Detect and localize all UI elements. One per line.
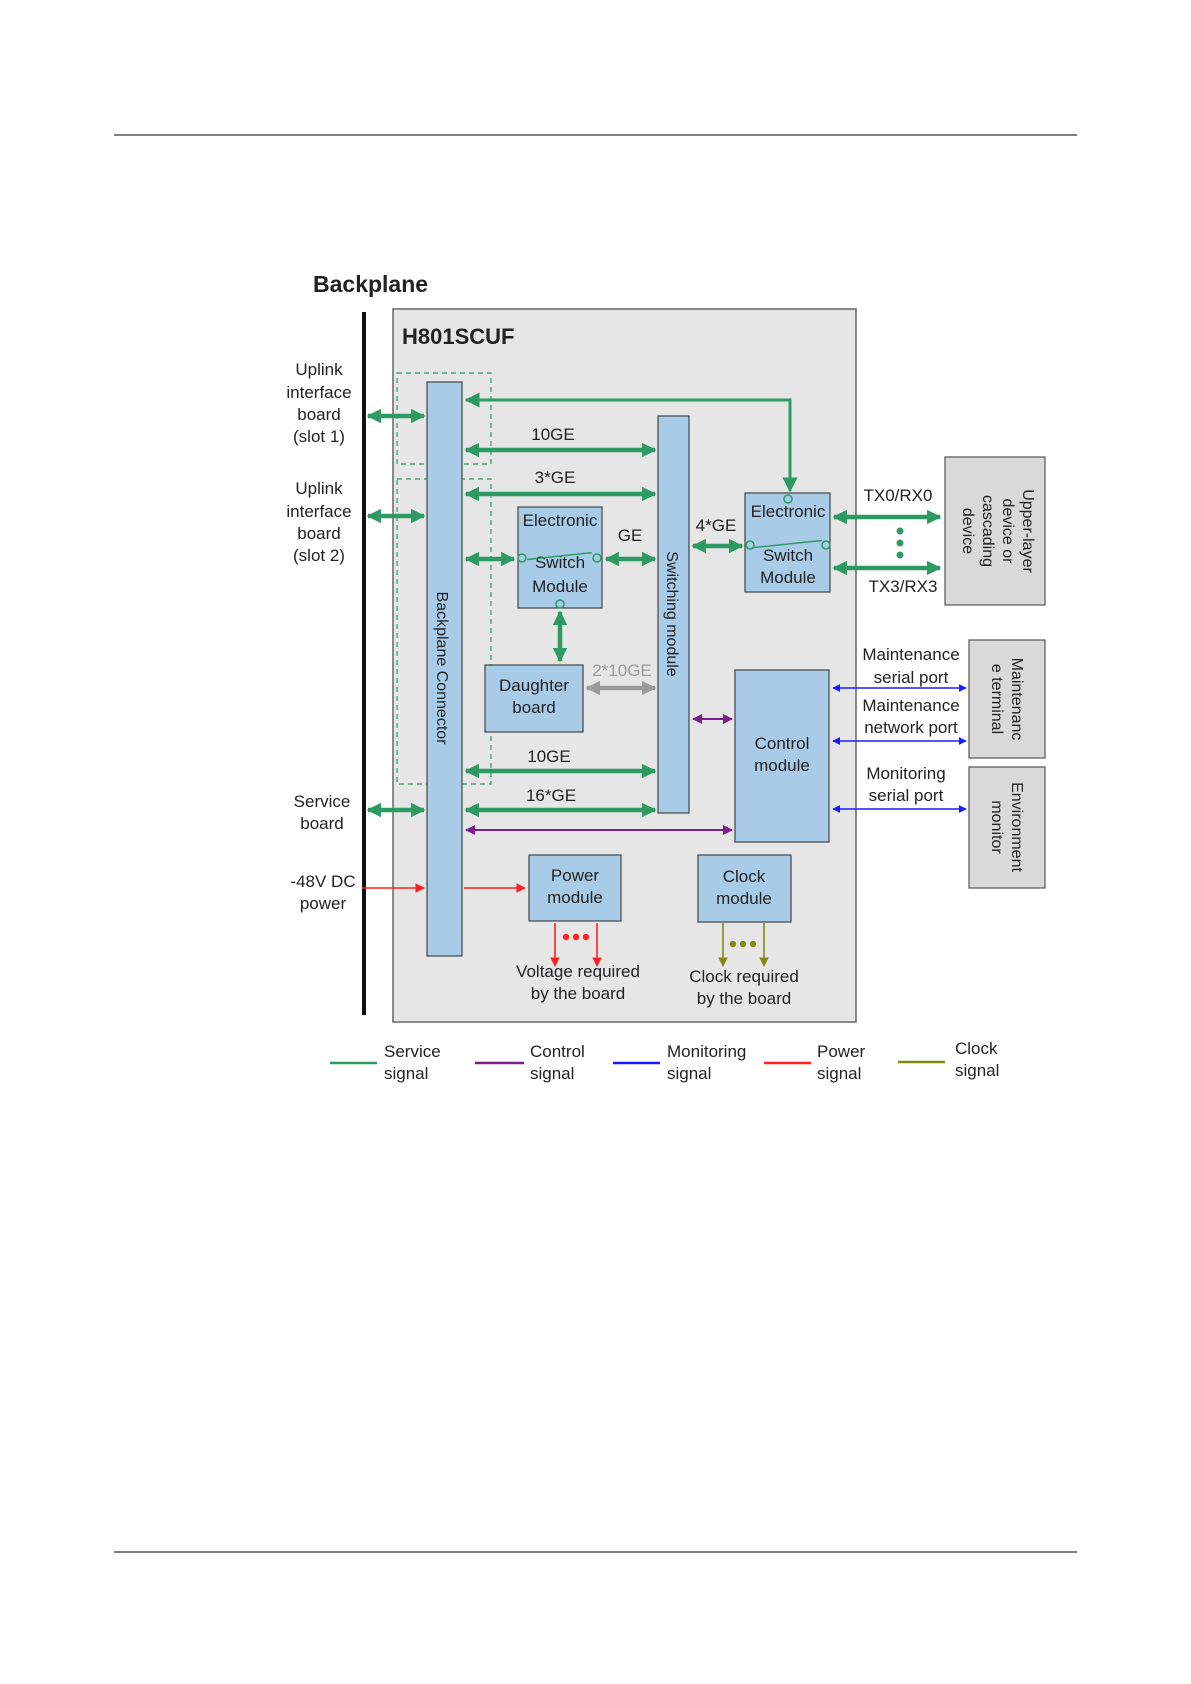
label-maint-network-2: network port xyxy=(864,718,958,737)
label-tx3: TX3/RX3 xyxy=(869,577,938,596)
legend-label-control-1: Control xyxy=(530,1042,585,1061)
clock-module-line2: module xyxy=(716,889,772,908)
esm-right-line2: Switch xyxy=(763,546,813,565)
power-module-line1: Power xyxy=(551,866,600,885)
backplane-connector-label: Backplane Connector xyxy=(433,592,450,746)
esm-right-contact-1 xyxy=(745,540,755,550)
switching-module-label: Switching module xyxy=(663,551,680,677)
board-title: H801SCUF xyxy=(402,324,514,349)
label-maint-network-1: Maintenance xyxy=(862,696,959,715)
uplink1-label-3: board xyxy=(297,405,340,424)
legend-label-control-2: signal xyxy=(530,1064,574,1083)
tx-dot-3 xyxy=(896,551,904,559)
uplink2-label-3: board xyxy=(297,524,340,543)
esm-left-contact-3 xyxy=(555,599,565,609)
electronic-switch-module-right xyxy=(744,492,831,593)
legend-label-power-1: Power xyxy=(817,1042,866,1061)
control-module xyxy=(734,669,830,843)
env-monitor-line2: monitor xyxy=(988,800,1005,854)
uplink1-label-1: Uplink xyxy=(295,360,343,379)
legend-label-clock-1: Clock xyxy=(955,1039,998,1058)
upper-layer-line3: cascading xyxy=(979,495,996,567)
maint-terminal-line2: e terminal xyxy=(988,664,1005,734)
label-voltage-1: Voltage required xyxy=(516,962,640,981)
uplink1-label-2: interface xyxy=(286,383,351,402)
esm-right-contact-2 xyxy=(821,540,831,550)
backplane-title: Backplane xyxy=(313,271,428,297)
esm-right-switch-lever xyxy=(752,539,822,549)
upper-layer-line4: device xyxy=(959,508,976,554)
label-clock-req-1: Clock required xyxy=(689,967,799,986)
link-bp-esm-right xyxy=(464,392,798,493)
legend-label-monitoring-2: signal xyxy=(667,1064,711,1083)
power-dot-2 xyxy=(572,933,580,941)
power-input-label-2: power xyxy=(300,894,347,913)
service-board-label-2: board xyxy=(300,814,343,833)
label-2x10ge: 2*10GE xyxy=(592,661,652,680)
legend-label-clock-2: signal xyxy=(955,1061,999,1080)
esm-left-line3: Module xyxy=(532,577,588,596)
label-voltage-2: by the board xyxy=(531,984,626,1003)
power-dot-3 xyxy=(582,933,590,941)
legend-label-service-1: Service xyxy=(384,1042,441,1061)
maintenance-terminal xyxy=(968,639,1046,759)
esm-left-contact-2 xyxy=(592,553,602,563)
legend-label-power-2: signal xyxy=(817,1064,861,1083)
power-input-label-1: -48V DC xyxy=(290,872,355,891)
label-10ge-top: 10GE xyxy=(531,425,574,444)
power-module xyxy=(528,854,622,922)
clock-module-line1: Clock xyxy=(723,867,766,886)
daughter-board-line1: Daughter xyxy=(499,676,569,695)
uplink1-label-4: (slot 1) xyxy=(293,427,345,446)
upper-layer-line2: device or xyxy=(999,499,1016,565)
environment-monitor xyxy=(968,766,1046,889)
esm-right-contact-3 xyxy=(783,494,793,504)
legend-label-monitoring-1: Monitoring xyxy=(667,1042,746,1061)
clock-dot-2 xyxy=(739,940,747,948)
legend-label-service-2: signal xyxy=(384,1064,428,1083)
uplink2-label-2: interface xyxy=(286,502,351,521)
label-monitor-serial-2: serial port xyxy=(869,786,944,805)
legend: Service signal Control signal Monitoring… xyxy=(330,1039,999,1083)
electronic-switch-module-left xyxy=(517,506,603,609)
daughter-board xyxy=(484,664,584,733)
power-dot-1 xyxy=(562,933,570,941)
label-16ge: 16*GE xyxy=(526,786,576,805)
esm-left-contact-1 xyxy=(517,553,527,563)
label-monitor-serial-1: Monitoring xyxy=(866,764,945,783)
backplane-connector xyxy=(426,381,463,957)
esm-right-line1: Electronic xyxy=(751,502,826,521)
daughter-board-line2: board xyxy=(512,698,555,717)
label-10ge-bottom: 10GE xyxy=(527,747,570,766)
esm-left-line1: Electronic xyxy=(523,511,598,530)
uplink2-label-4: (slot 2) xyxy=(293,546,345,565)
label-tx0: TX0/RX0 xyxy=(864,486,933,505)
control-module-line1: Control xyxy=(755,734,810,753)
env-monitor-line1: Environment xyxy=(1008,782,1025,872)
label-clock-req-2: by the board xyxy=(697,989,792,1008)
power-module-line2: module xyxy=(547,888,603,907)
uplink2-label-1: Uplink xyxy=(295,479,343,498)
label-maint-serial-1: Maintenance xyxy=(862,645,959,664)
tx-dot-1 xyxy=(896,527,904,535)
service-board-label-1: Service xyxy=(294,792,351,811)
clock-dot-3 xyxy=(749,940,757,948)
upper-layer-device xyxy=(944,456,1046,606)
label-ge: GE xyxy=(618,526,643,545)
clock-module xyxy=(697,854,792,923)
control-module-line2: module xyxy=(754,756,810,775)
label-4ge: 4*GE xyxy=(696,516,737,535)
esm-left-switch-lever xyxy=(527,551,592,561)
tx-dot-2 xyxy=(896,539,904,547)
label-maint-serial-2: serial port xyxy=(874,668,949,687)
maint-terminal-line1: Maintenanc xyxy=(1008,658,1025,741)
upper-layer-line1: Upper-layer xyxy=(1019,489,1036,573)
label-3ge: 3*GE xyxy=(535,468,576,487)
clock-dot-1 xyxy=(729,940,737,948)
esm-right-line3: Module xyxy=(760,568,816,587)
